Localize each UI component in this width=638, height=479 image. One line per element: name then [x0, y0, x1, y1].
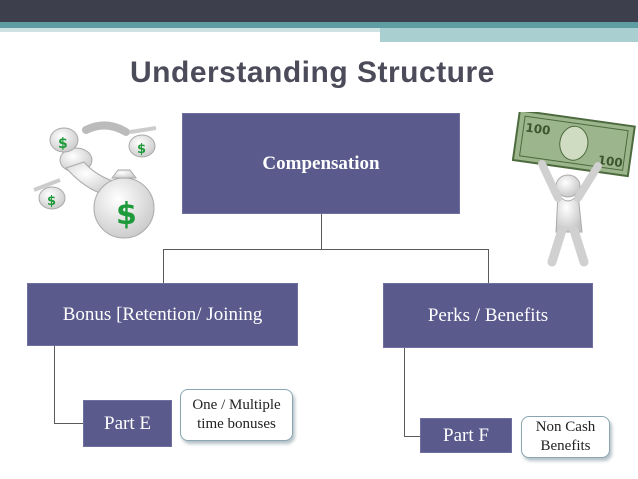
dollar-bill-figure-icon: 100 100: [512, 112, 636, 267]
connector-perks-vertical: [404, 348, 405, 436]
part-e-label: Part E: [104, 412, 151, 434]
connector-bonus-horizontal: [54, 423, 83, 424]
connector-root-down: [321, 214, 322, 250]
part-e-node: Part E: [83, 400, 172, 447]
perks-node: Perks / Benefits: [383, 283, 593, 348]
compensation-node: Compensation: [182, 113, 460, 214]
part-f-note-line-1: Non Cash: [535, 419, 596, 435]
svg-text:$: $: [58, 136, 68, 152]
bonus-label: Bonus [Retention/ Joining: [62, 303, 263, 325]
part-f-label: Part F: [443, 424, 489, 446]
svg-text:100: 100: [597, 153, 624, 170]
connector-bonus-vertical: [54, 346, 55, 423]
connector-left-down: [163, 249, 164, 283]
header-stripe-light: [0, 28, 380, 32]
header-bar: [0, 0, 638, 22]
perks-label: Perks / Benefits: [427, 304, 549, 326]
connector-right-down: [488, 249, 489, 283]
svg-text:$: $: [116, 197, 137, 232]
svg-text:100: 100: [525, 120, 552, 137]
part-f-note: Non Cash Benefits: [521, 416, 610, 458]
svg-text:$: $: [47, 194, 56, 209]
bonus-node: Bonus [Retention/ Joining: [27, 283, 298, 346]
slide-title: Understanding Structure: [130, 56, 495, 89]
part-f-node: Part F: [420, 418, 512, 453]
svg-text:$: $: [137, 142, 146, 157]
header-stripe-accent: [380, 28, 638, 42]
part-e-note: One / Multiple time bonuses: [180, 389, 293, 441]
header-stripe: [0, 22, 638, 28]
part-e-note-line-1: One / Multiple: [192, 397, 281, 413]
money-bags-figure-icon: $ $ $ $: [33, 121, 157, 239]
connector-horizontal: [163, 249, 489, 250]
compensation-label: Compensation: [262, 152, 380, 174]
part-e-note-line-2: time bonuses: [197, 416, 276, 432]
part-f-note-line-2: Benefits: [540, 438, 591, 454]
connector-perks-horizontal: [404, 436, 420, 437]
